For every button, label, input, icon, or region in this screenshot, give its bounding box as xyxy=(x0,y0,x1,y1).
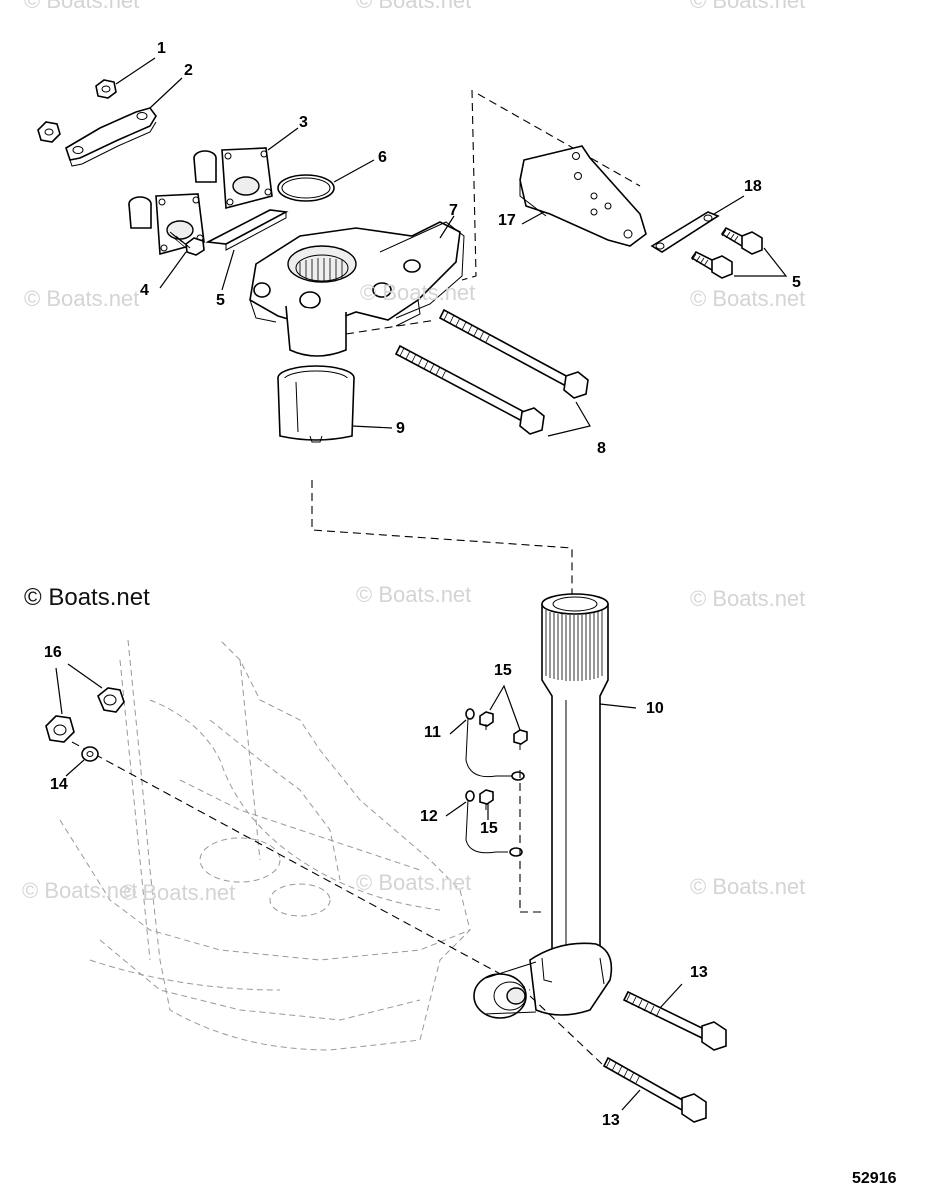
part-7-steering-yoke[interactable] xyxy=(249,221,465,357)
callout-8: 8 xyxy=(597,440,606,457)
callout-10: 10 xyxy=(646,700,664,717)
callout-11: 11 xyxy=(424,724,441,741)
watermark: © Boats.net xyxy=(22,878,138,903)
part-9-bushing[interactable] xyxy=(277,365,355,443)
watermark: © Boats.net xyxy=(356,0,472,13)
watermark: © Boats.net xyxy=(356,870,472,895)
part-15-screw-c[interactable] xyxy=(479,789,494,810)
part-13-bolt-lower[interactable] xyxy=(602,1056,707,1123)
part-10-steering-tube[interactable] xyxy=(473,593,613,1019)
callout-16: 16 xyxy=(44,644,62,661)
part-12-ground-wire[interactable] xyxy=(465,790,523,857)
callout-18: 18 xyxy=(744,178,762,195)
part-13-bolt-upper[interactable] xyxy=(622,990,727,1051)
callout-15-lower: 15 xyxy=(480,820,498,837)
callout-12: 12 xyxy=(420,808,438,825)
watermark: © Boats.net xyxy=(356,582,472,607)
watermark: © Boats.net xyxy=(360,280,476,305)
callout-17: 17 xyxy=(498,212,516,229)
part-5-bolt-upper[interactable] xyxy=(720,226,763,255)
part-6-snap-ring[interactable] xyxy=(277,174,335,202)
figure-number: 52916 xyxy=(852,1170,897,1187)
part-14-washer[interactable] xyxy=(81,746,99,762)
callout-3: 3 xyxy=(299,114,308,131)
callout-15-upper: 15 xyxy=(494,662,512,679)
gearcase-outline xyxy=(59,639,471,1051)
part-1-nut[interactable] xyxy=(95,79,117,99)
part-18-shim[interactable] xyxy=(650,211,720,253)
callout-13-upper: 13 xyxy=(690,964,708,981)
part-15-screw-b[interactable] xyxy=(513,729,528,750)
callout-5-right: 5 xyxy=(792,274,801,291)
part-8-bolt-upper[interactable] xyxy=(438,308,589,399)
watermark: © Boats.net xyxy=(120,880,236,905)
part-1-nut-lower[interactable] xyxy=(37,121,61,143)
part-15-screw-a[interactable] xyxy=(479,711,494,730)
watermark: © Boats.net xyxy=(24,0,140,13)
watermark: © Boats.net xyxy=(690,286,806,311)
callout-4: 4 xyxy=(140,282,149,299)
connector-9-to-10 xyxy=(311,480,573,596)
part-8-bolt-lower[interactable] xyxy=(394,344,545,435)
part-3-mount-upper[interactable] xyxy=(193,147,273,210)
part-5-wedge-strip[interactable] xyxy=(205,209,289,251)
part-5-bolt-lower[interactable] xyxy=(690,250,733,279)
callout-1: 1 xyxy=(157,40,166,57)
callout-7: 7 xyxy=(449,202,458,219)
callout-2: 2 xyxy=(184,62,193,79)
watermark: © Boats.net xyxy=(24,286,140,311)
watermark: © Boats.net xyxy=(690,0,806,13)
connector-17-to-7 xyxy=(461,89,477,281)
part-4-screw[interactable] xyxy=(169,231,205,256)
callout-14: 14 xyxy=(50,776,68,793)
watermark: © Boats.net xyxy=(690,586,806,611)
callout-13-lower: 13 xyxy=(602,1112,620,1129)
part-16-cap-left[interactable] xyxy=(45,715,75,743)
part-16-cap-right[interactable] xyxy=(97,687,125,713)
watermark-copyright: © Boats.net xyxy=(24,584,150,611)
part-2-retainer-plate[interactable] xyxy=(65,107,157,167)
callout-9: 9 xyxy=(396,420,405,437)
watermark: © Boats.net xyxy=(690,874,806,899)
callout-6: 6 xyxy=(378,149,387,166)
part-11-ground-wire[interactable] xyxy=(465,708,525,781)
part-17-bracket[interactable] xyxy=(519,145,647,247)
callout-5-left: 5 xyxy=(216,292,225,309)
